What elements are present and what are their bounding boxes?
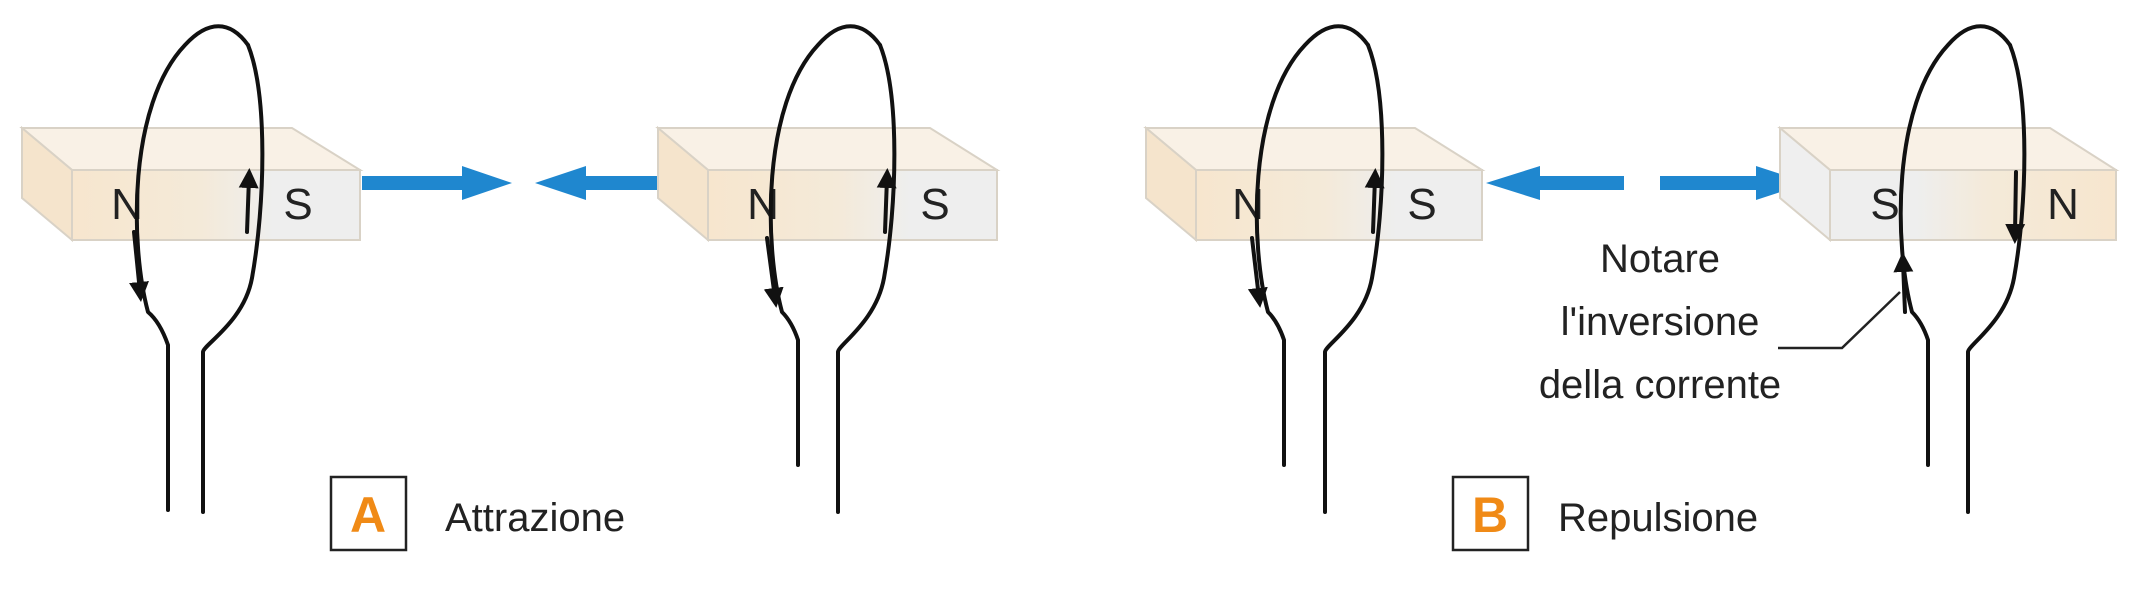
magnet-b-right: S N xyxy=(1777,125,2120,243)
current-loop-a-left xyxy=(129,24,265,514)
loop-right-arc xyxy=(201,43,265,514)
loop-left-arc xyxy=(134,24,250,512)
panel-badge-box xyxy=(329,475,408,552)
magnet-front-face xyxy=(707,169,998,241)
panel-a: N S N S xyxy=(19,24,1001,552)
current-direction-arrow xyxy=(2005,170,2026,244)
north-pole-label: N xyxy=(747,180,779,229)
loop-right-arc xyxy=(836,43,897,514)
south-pole-label: S xyxy=(1870,180,1899,229)
current-direction-arrow xyxy=(1893,252,1914,314)
panel-caption: Attrazione xyxy=(445,496,625,540)
current-loop-b-right xyxy=(1893,24,2027,514)
panel-caption: Repulsione xyxy=(1558,496,1758,540)
force-arrow-right xyxy=(1660,166,1808,200)
force-arrows-a xyxy=(362,166,686,200)
south-pole-label: S xyxy=(283,180,312,229)
panel-b: N S S N xyxy=(1143,24,2120,552)
current-direction-arrow xyxy=(876,168,897,234)
magnet-front-face xyxy=(1829,169,2117,241)
magnet-top-face xyxy=(1143,127,1486,171)
current-direction-arrow xyxy=(763,236,784,308)
magnet-a-left: N S xyxy=(19,125,364,243)
note-leader-line xyxy=(1778,291,1901,350)
force-arrows-b xyxy=(1486,166,1808,200)
current-direction-arrow xyxy=(129,230,149,302)
caption-a: A Attrazione xyxy=(329,475,625,552)
panel-letter: A xyxy=(350,487,386,543)
current-loop-a-right xyxy=(763,24,897,514)
magnet-front-face xyxy=(1195,169,1483,241)
note-line-2: l'inversione xyxy=(1561,300,1760,344)
loop-right-arc xyxy=(1966,43,2027,514)
magnet-a-right: N S xyxy=(655,125,1001,243)
current-loop-b-left xyxy=(1247,24,1385,514)
force-arrow-left xyxy=(535,166,686,200)
loop-right-arc xyxy=(1323,43,1385,514)
note-line-3: della corrente xyxy=(1539,363,1781,407)
magnet-top-face xyxy=(1777,127,2120,171)
magnet-b-left: N S xyxy=(1143,125,1486,243)
current-direction-arrow xyxy=(1247,236,1268,308)
current-direction-arrow xyxy=(238,168,259,234)
magnet-front-face xyxy=(71,169,361,241)
magnet-top-face xyxy=(655,127,1001,171)
force-arrow-left xyxy=(1486,166,1624,200)
current-reversal-note: Notare l'inversione della corrente xyxy=(1539,237,1901,407)
magnet-top-face xyxy=(19,127,364,171)
loop-left-arc xyxy=(1254,24,1370,467)
loop-left-arc xyxy=(1898,24,2012,467)
south-pole-label: S xyxy=(920,180,949,229)
south-pole-label: S xyxy=(1407,180,1436,229)
loop-left-arc xyxy=(768,24,882,467)
panel-letter: B xyxy=(1472,487,1508,543)
current-direction-arrow xyxy=(1364,168,1385,234)
caption-b: B Repulsione xyxy=(1451,475,1758,552)
north-pole-label: N xyxy=(2047,180,2079,229)
force-arrow-right xyxy=(362,166,512,200)
panel-badge-box xyxy=(1451,475,1530,552)
note-line-1: Notare xyxy=(1600,237,1720,281)
